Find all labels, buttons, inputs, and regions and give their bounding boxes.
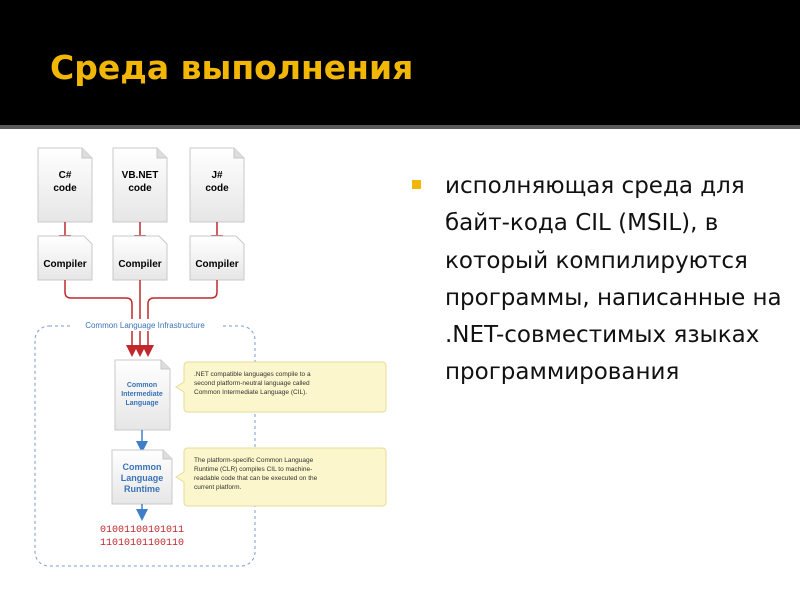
note-clr: The platform-specific Common Language Ru… bbox=[175, 447, 387, 507]
cil-document: Common Intermediate Language bbox=[114, 359, 171, 431]
cil-line-3: Language bbox=[125, 400, 158, 407]
bullet-square-icon bbox=[412, 180, 421, 189]
note-clr-line-4: current platform. bbox=[194, 484, 242, 491]
note-cil-line-2: second platform-neutral language called bbox=[194, 380, 310, 387]
clr-line-3: Runtime bbox=[124, 484, 160, 494]
cli-label-bg bbox=[70, 319, 220, 331]
header-divider bbox=[0, 125, 800, 129]
compiler-box-3: Compiler bbox=[189, 235, 245, 281]
source-label-2: VB.NET bbox=[122, 170, 159, 181]
binary-line-1: 01001100101011 bbox=[100, 525, 184, 536]
cil-line-2: Intermediate bbox=[121, 391, 163, 398]
compiler-label-1: Compiler bbox=[43, 259, 86, 270]
clr-document: Common Language Runtime bbox=[111, 449, 173, 505]
compiler-box-1: Compiler bbox=[37, 235, 93, 281]
merge-arrows bbox=[64, 280, 218, 357]
clr-diagram: C# code VB.NET code J# code Compiler Com… bbox=[34, 147, 387, 567]
clr-line-1: Common bbox=[123, 462, 162, 472]
compiler-label-3: Compiler bbox=[195, 259, 238, 270]
slide-header bbox=[0, 0, 800, 125]
source-label-3: J# bbox=[211, 170, 223, 181]
note-cil: .NET compatible languages compile to a s… bbox=[175, 361, 387, 413]
slide-title: Среда выполнения bbox=[50, 48, 414, 87]
source-doc-csharp: C# code bbox=[37, 147, 93, 223]
source-label-1: C# bbox=[59, 170, 72, 181]
source-label-1b: code bbox=[53, 183, 77, 194]
note-clr-line-2: Runtime (CLR) compiles CIL to machine- bbox=[194, 466, 312, 473]
note-cil-line-3: Common Intermediate Language (CIL). bbox=[194, 389, 307, 396]
note-clr-line-3: readable code that can be executed on th… bbox=[194, 475, 318, 482]
compiler-box-2: Compiler bbox=[112, 235, 168, 281]
source-doc-jsharp: J# code bbox=[189, 147, 245, 223]
source-label-2b: code bbox=[128, 183, 152, 194]
source-label-3b: code bbox=[205, 183, 229, 194]
note-clr-line-1: The platform-specific Common Language bbox=[194, 457, 314, 464]
cil-line-1: Common bbox=[127, 382, 157, 389]
cli-label: Common Language Infrastructure bbox=[85, 321, 205, 330]
compiler-label-2: Compiler bbox=[118, 259, 161, 270]
note-cil-line-1: .NET compatible languages compile to a bbox=[194, 371, 311, 378]
clr-line-2: Language bbox=[121, 473, 164, 483]
binary-line-2: 11010101100110 bbox=[100, 538, 184, 549]
source-doc-vbnet: VB.NET code bbox=[112, 147, 168, 223]
bullet-text: исполняющая среда для байт-кода CIL (MSI… bbox=[445, 173, 782, 386]
